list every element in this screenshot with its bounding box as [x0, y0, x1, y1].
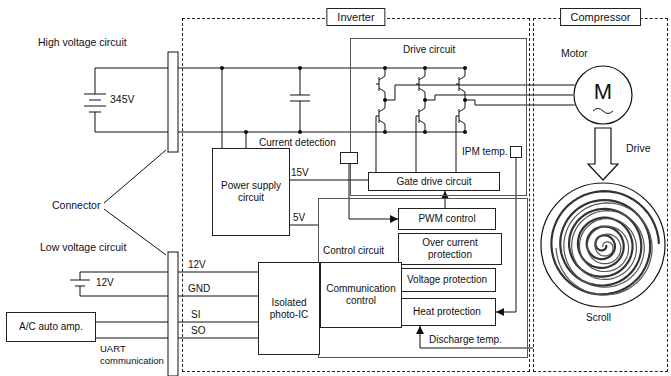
junction-dot — [298, 66, 302, 70]
circle-outline — [540, 182, 666, 308]
connector — [420, 326, 533, 348]
battery-symbol — [84, 68, 106, 132]
low-voltage-wire — [70, 272, 258, 296]
annotation-label: High voltage circuit — [38, 36, 127, 48]
circle-outline — [541, 183, 665, 307]
hv-rail — [95, 68, 465, 132]
node-text: Drive circuit — [403, 44, 455, 56]
connector — [445, 191, 446, 208]
node-text: Compressor — [560, 8, 642, 26]
igbt-bridge — [376, 68, 527, 172]
scroll-spiral — [556, 203, 652, 295]
node-text: Current detection — [259, 137, 336, 149]
annotation-label: GND — [188, 283, 210, 295]
igbt-leg — [376, 68, 527, 172]
process-box: Current detection — [340, 152, 358, 164]
connector-bar — [168, 52, 178, 152]
node-text: Scroll — [586, 312, 611, 324]
edge-label: Discharge temp. — [428, 334, 503, 346]
process-box: Power supply circuit — [212, 148, 290, 236]
region-box: CompressorMotorMScroll — [533, 18, 668, 372]
node-text: Gate drive circuit — [394, 176, 473, 188]
node-text: Over current protection — [399, 237, 501, 261]
edge-label: SO — [190, 325, 206, 337]
edge-label: 15V — [290, 167, 310, 179]
connector — [290, 180, 368, 181]
process-box: Gate drive circuit — [368, 172, 500, 191]
node-text: IPM temp. — [462, 146, 508, 158]
annotation-label: 345V — [110, 93, 135, 105]
annotation-label: 12V — [96, 277, 114, 289]
edge-label: Drive — [625, 142, 652, 154]
node-text: Motor — [561, 47, 588, 59]
node-text: Isolated photo-IC — [259, 297, 319, 321]
supply-feed-wire — [222, 68, 246, 148]
circle-outline — [574, 66, 632, 124]
annotation-label: Low voltage circuit — [40, 241, 126, 253]
capacitor-symbol — [290, 68, 310, 132]
junction-dot — [220, 66, 224, 70]
circle-node: Scroll — [540, 182, 666, 308]
node-text: PWM control — [416, 213, 477, 225]
node-text: Voltage protection — [405, 274, 489, 286]
node-text: Power supply circuit — [213, 180, 289, 204]
connector — [290, 225, 318, 226]
junction-dot — [298, 130, 302, 134]
node-text: Inverter — [326, 8, 385, 26]
scroll-spiral — [551, 191, 659, 294]
igbt-leg — [456, 68, 527, 172]
process-box: Isolated photo-IC — [258, 262, 320, 355]
process-box: Over current protection — [398, 233, 502, 265]
process-box: Communication control — [320, 262, 402, 328]
node-text: M — [592, 80, 614, 104]
connector — [527, 85, 575, 105]
annotation-label: 12V — [188, 259, 206, 271]
process-box: Heat protection — [398, 298, 496, 326]
circle-node: MotorM — [573, 65, 633, 125]
annotation-label: UART communication — [100, 343, 168, 367]
edge-label: 5V — [292, 212, 306, 224]
leader-line — [104, 150, 166, 255]
edge-label: SI — [190, 309, 201, 321]
connector — [588, 128, 618, 180]
node-text: Heat protection — [411, 306, 483, 318]
node-text: Communication control — [321, 283, 401, 307]
annotation-label: Connector — [52, 199, 100, 211]
igbt-leg — [416, 68, 527, 172]
junction-dot — [244, 130, 248, 134]
process-box: PWM control — [398, 208, 496, 230]
region-box: InverterDrive circuitIPM temp.Gate drive… — [182, 18, 530, 372]
region-box: Drive circuitIPM temp. Gate drive circuit — [350, 38, 527, 196]
node-text: Control circuit — [323, 245, 384, 257]
node-text: A/C auto amp. — [17, 321, 85, 333]
process-box: IPM temp. — [510, 146, 522, 158]
connector-bar — [168, 252, 178, 376]
process-box: A/C auto amp. — [6, 312, 96, 342]
sine-symbol — [593, 109, 613, 114]
process-box: Voltage protection — [398, 268, 496, 292]
